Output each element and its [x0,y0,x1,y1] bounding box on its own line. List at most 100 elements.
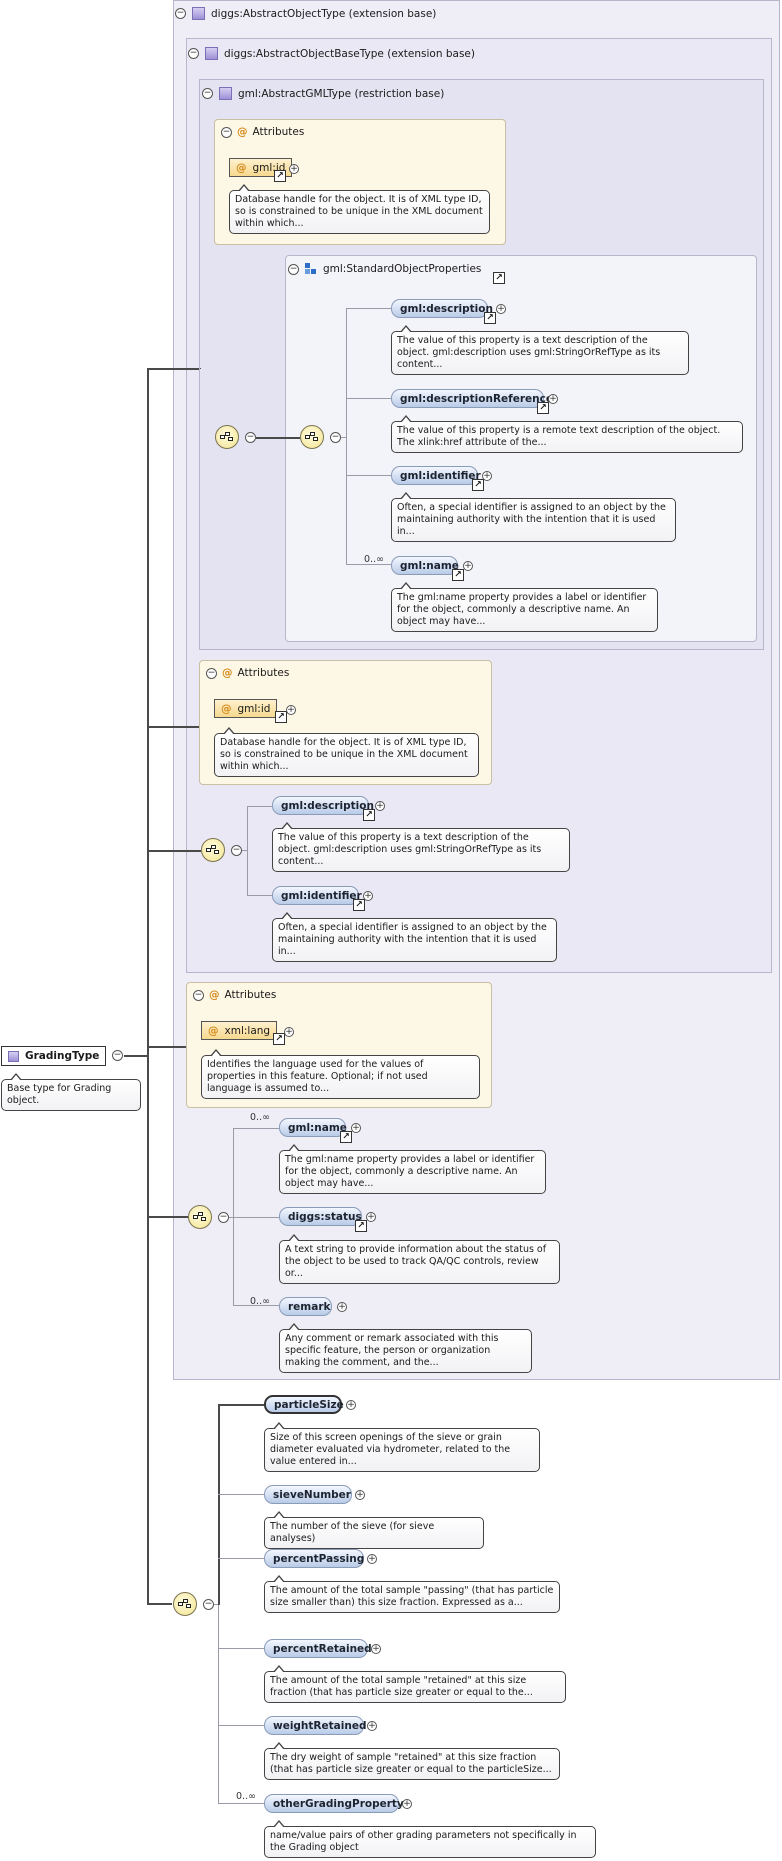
expand-icon[interactable]: + [402,1799,412,1809]
element-percent-retained[interactable]: percentRetained [264,1639,372,1658]
attribute-xml-lang[interactable]: @ xml:lang [201,1021,278,1040]
element-sieve-number[interactable]: sieveNumber [264,1485,352,1504]
ref-arrow-icon[interactable]: ↗ [353,899,365,911]
expand-icon[interactable]: + [284,1027,294,1037]
group-icon [305,263,317,275]
description-callout: Database handle for the object. It is of… [214,727,479,777]
connector [218,1725,264,1726]
element-percent-passing[interactable]: percentPassing [264,1549,364,1568]
expand-icon[interactable]: + [496,304,506,314]
collapse-toggle[interactable]: − [245,432,256,443]
expand-icon[interactable]: + [548,394,558,404]
expand-icon[interactable]: + [289,164,299,174]
attribute-icon: @ [236,161,247,174]
description-callout: The number of the sieve (for sieve analy… [264,1511,484,1549]
cardinality-label: 0..∞ [250,1112,270,1123]
ref-arrow-icon[interactable]: ↗ [340,1131,352,1143]
collapse-toggle[interactable]: − [202,88,213,99]
attributes-label: Attributes [237,667,290,679]
expand-icon[interactable]: + [337,1302,347,1312]
attributes-box-object: − @ Attributes @ xml:lang ↗ + Identifies… [186,982,492,1108]
connector [218,1405,220,1605]
connector [218,1404,264,1406]
expand-icon[interactable]: + [367,1721,377,1731]
ref-arrow-icon[interactable]: ↗ [274,170,286,182]
collapse-toggle[interactable]: − [175,8,186,19]
element-other-grading-property[interactable]: otherGradingProperty [264,1794,404,1813]
ref-arrow-icon[interactable]: ↗ [493,272,505,284]
element-particle-size[interactable]: particleSize [264,1395,344,1414]
element-gml-description-reference[interactable]: gml:descriptionReference [391,389,553,408]
collapse-toggle[interactable]: − [206,667,217,679]
expand-icon[interactable]: + [371,1644,381,1654]
sequence-compositor[interactable] [201,838,225,862]
ref-arrow-icon[interactable]: ↗ [537,402,549,414]
ref-arrow-icon[interactable]: ↗ [484,312,496,324]
collapse-toggle[interactable]: − [203,1599,214,1610]
connector [218,1648,264,1649]
attribute-icon: @ [222,667,233,679]
description-callout: The value of this property is a remote t… [391,415,743,453]
connector [247,806,272,807]
expand-icon[interactable]: + [351,1123,361,1133]
expand-icon[interactable]: + [286,705,296,715]
connector [346,564,391,565]
ref-arrow-icon[interactable]: ↗ [273,1033,285,1045]
element-gml-description[interactable]: gml:description [272,796,374,815]
ref-arrow-icon[interactable]: ↗ [472,479,484,491]
attribute-gml-id[interactable]: @ gml:id [214,699,278,718]
cardinality-label: 0..∞ [250,1296,270,1307]
connector [242,850,247,851]
collapse-toggle[interactable]: − [288,263,299,275]
sequence-compositor[interactable] [215,425,239,449]
ref-arrow-icon[interactable]: ↗ [363,809,375,821]
element-gml-name[interactable]: gml:name [279,1118,347,1137]
element-gml-identifier[interactable]: gml:identifier [272,886,362,905]
expand-icon[interactable]: + [363,891,373,901]
collapse-toggle[interactable]: − [330,432,341,443]
element-gml-description[interactable]: gml:description [391,299,493,318]
description-callout: The gml:name property provides a label o… [279,1144,546,1194]
ref-arrow-icon[interactable]: ↗ [452,569,464,581]
attributes-header: − @ Attributes [193,989,276,1001]
ref-arrow-icon[interactable]: ↗ [355,1220,367,1232]
element-gml-name[interactable]: gml:name [391,556,459,575]
element-weight-retained[interactable]: weightRetained [264,1716,366,1735]
attribute-icon: @ [208,1024,219,1037]
element-remark[interactable]: remark [279,1297,332,1316]
expand-icon[interactable]: + [366,1212,376,1222]
type-label: diggs:AbstractObjectType (extension base… [211,7,437,20]
collapse-toggle[interactable]: − [221,126,232,138]
expand-icon[interactable]: + [463,561,473,571]
expand-icon[interactable]: + [346,1400,356,1410]
sequence-compositor[interactable] [188,1205,212,1229]
sequence-icon [193,1212,207,1222]
sequence-compositor[interactable] [173,1592,197,1616]
sequence-compositor[interactable] [300,425,324,449]
collapse-toggle[interactable]: − [112,1050,123,1061]
attributes-box-object-base: − @ Attributes @ gml:id ↗ + Database han… [199,660,492,785]
collapse-toggle[interactable]: − [193,989,204,1001]
element-diggs-status[interactable]: diggs:status [279,1207,362,1226]
attributes-header: − @ Attributes [221,126,304,138]
root-type-gradingtype[interactable]: GradingType [1,1046,107,1066]
abstract-gml-type-header: − gml:AbstractGMLType (restriction base) [202,87,444,100]
expand-icon[interactable]: + [375,801,385,811]
connector [147,726,199,728]
ref-arrow-icon[interactable]: ↗ [275,711,287,723]
expand-icon[interactable]: + [355,1490,365,1500]
connector [147,1603,172,1605]
cardinality-label: 0..∞ [364,554,384,565]
collapse-toggle[interactable]: − [231,845,242,856]
expand-icon[interactable]: + [482,471,492,481]
connector [346,308,391,309]
attribute-name: xml:lang [224,1024,271,1037]
collapse-toggle[interactable]: − [188,48,199,59]
collapse-toggle[interactable]: − [218,1212,229,1223]
expand-icon[interactable]: + [367,1554,377,1564]
complex-type-icon [205,47,218,60]
description-callout: Size of this screen openings of the siev… [264,1422,540,1472]
connector [147,368,149,1604]
element-gml-identifier[interactable]: gml:identifier [391,466,481,485]
attribute-icon: @ [237,126,248,138]
